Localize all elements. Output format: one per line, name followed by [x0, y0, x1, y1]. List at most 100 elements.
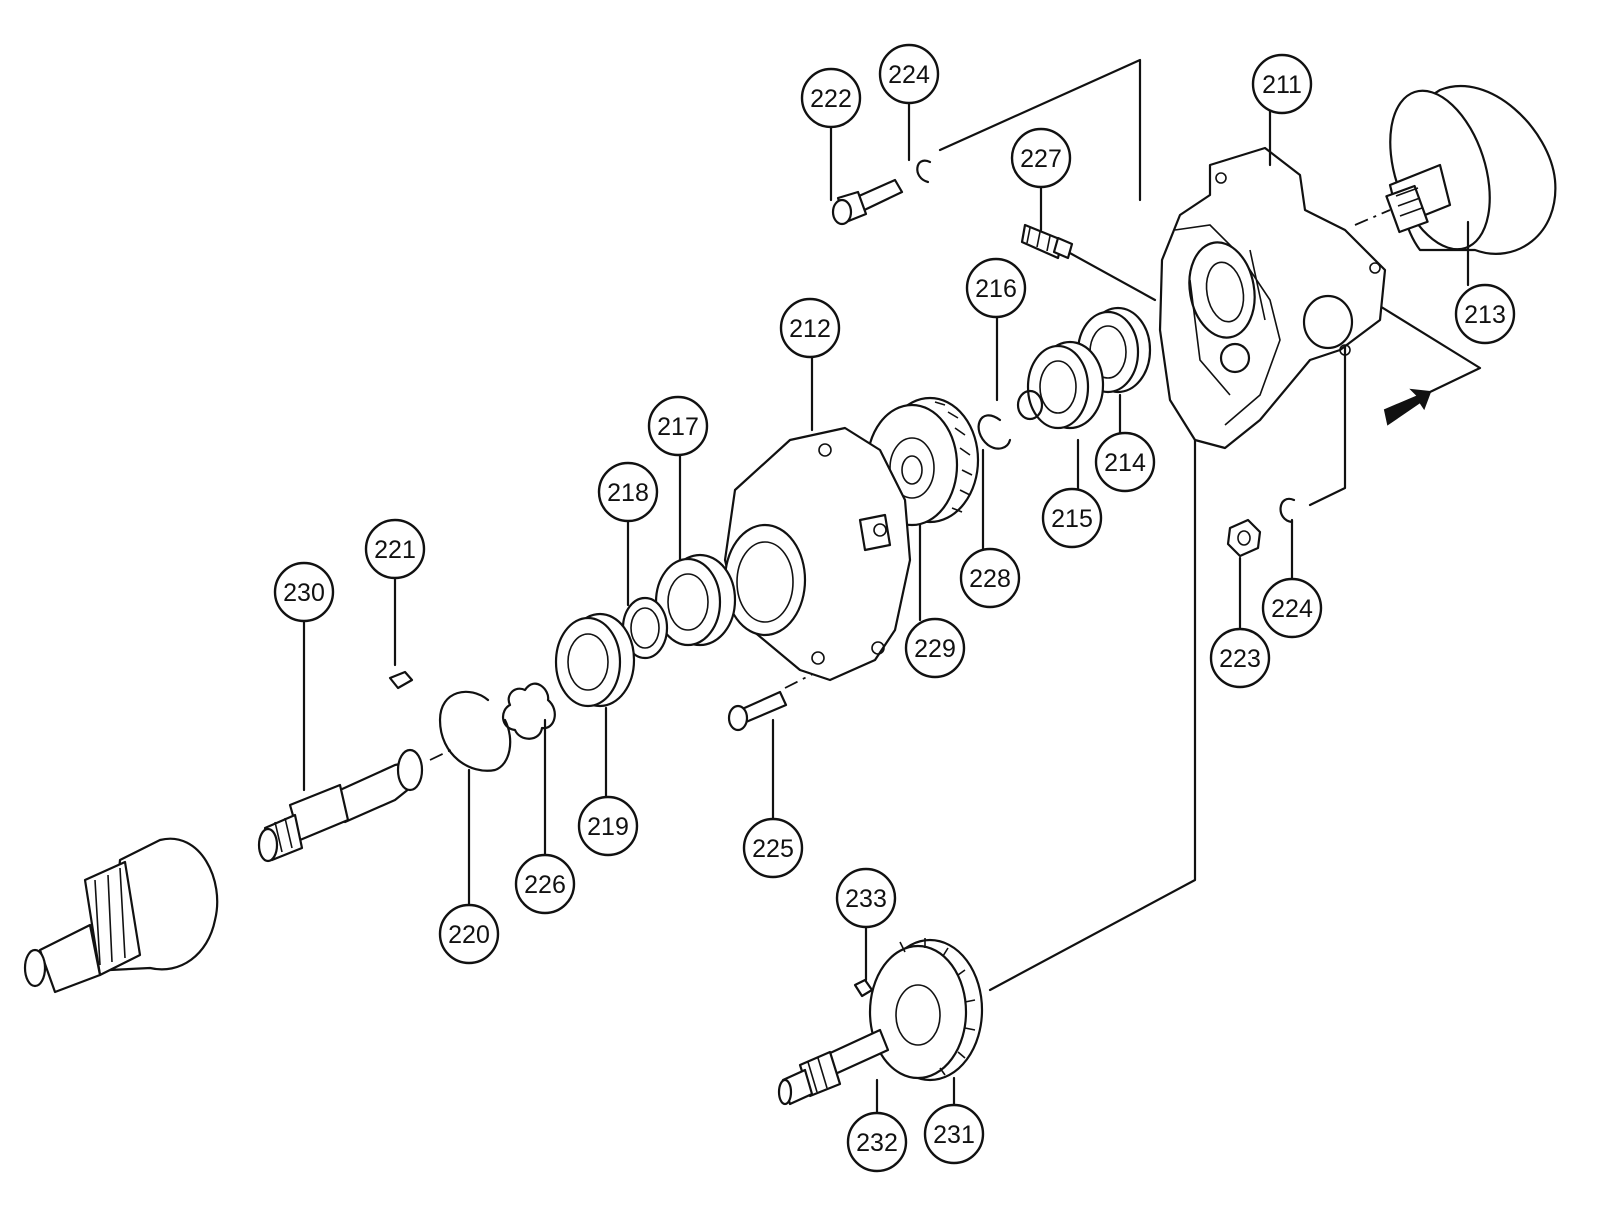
callout-number: 220: [448, 921, 490, 949]
callout-number: 230: [283, 579, 325, 607]
part-221-key: [388, 670, 414, 690]
callout-number: 216: [975, 275, 1017, 303]
callout-circle: [438, 903, 500, 965]
part-212-gear-cover: [723, 426, 912, 682]
callout-233: 233: [835, 867, 897, 929]
callout-number: 219: [587, 813, 629, 841]
callout-number: 233: [845, 885, 887, 913]
part-220-retaining-ring: [438, 690, 512, 772]
part-232-pinion-shaft: [777, 1028, 890, 1106]
callout-number: 224: [888, 61, 930, 89]
callout-circle: [577, 795, 639, 857]
callout-number: 215: [1051, 505, 1093, 533]
callout-212: 212: [779, 297, 841, 359]
callout-218: 218: [597, 461, 659, 523]
part-228-circlip: [977, 414, 1012, 450]
callout-circle: [800, 67, 862, 129]
callout-circle: [1251, 53, 1313, 115]
callout-number: 226: [524, 871, 566, 899]
callout-circle: [1041, 487, 1103, 549]
callout-number: 211: [1262, 71, 1302, 99]
callout-circle: [835, 867, 897, 929]
callout-216: 216: [965, 257, 1027, 319]
callout-circle: [1454, 283, 1516, 345]
callout-number: 213: [1464, 301, 1506, 329]
part-215-ball-bearing: [1026, 340, 1105, 430]
callout-circle: [965, 257, 1027, 319]
part-213-clutch-drum: [1385, 84, 1557, 255]
callout-number: 231: [933, 1121, 975, 1149]
part-233-key: [853, 978, 874, 998]
callout-number: 228: [969, 565, 1011, 593]
callout-214: 214: [1094, 431, 1156, 493]
callout-circle: [597, 461, 659, 523]
callout-number: 212: [789, 315, 831, 343]
callout-231: 231: [923, 1103, 985, 1165]
callout-circle: [779, 297, 841, 359]
callout-220: 220: [438, 903, 500, 965]
part-219-ball-bearing: [554, 612, 636, 708]
callout-labels: 211 212 213 214 215 216 217 218 219 220 221 222 223 2…: [273, 43, 1516, 1173]
callout-circle: [959, 547, 1021, 609]
arrow-icon: [1383, 388, 1432, 426]
callout-circle: [878, 43, 940, 105]
callout-circle: [514, 853, 576, 915]
part-211-gear-case: [1158, 146, 1387, 450]
part-226-wave-washer: [502, 682, 556, 740]
callout-229: 229: [904, 617, 966, 679]
callout-circle: [1010, 127, 1072, 189]
callout-228: 228: [959, 547, 1021, 609]
callout-circle: [923, 1103, 985, 1165]
callout-number: 225: [752, 835, 794, 863]
callout-number: 229: [914, 635, 956, 663]
callout-217: 217: [647, 395, 709, 457]
callout-number: 214: [1104, 449, 1146, 477]
callout-circle: [846, 1111, 908, 1173]
callout-number: 218: [607, 479, 649, 507]
callout-circle: [1209, 627, 1271, 689]
part-230-spindle: [257, 748, 424, 863]
callout-230: 230: [273, 561, 335, 623]
callout-number: 221: [374, 536, 416, 564]
callout-circle: [742, 817, 804, 879]
callout-number: 227: [1020, 145, 1062, 173]
callout-225: 225: [742, 817, 804, 879]
callout-circle: [1094, 431, 1156, 493]
callout-number: 217: [657, 413, 699, 441]
callout-number: 223: [1219, 645, 1261, 673]
callout-circle: [364, 518, 426, 580]
callout-227: 227: [1010, 127, 1072, 189]
callout-224b: 224: [1261, 577, 1323, 639]
callout-211: 211: [1251, 53, 1313, 115]
callout-226: 226: [514, 853, 576, 915]
callout-stems: [302, 93, 1470, 1117]
callout-213: 213: [1454, 283, 1516, 345]
part-225-screw: [727, 690, 788, 732]
callout-223: 223: [1209, 627, 1271, 689]
part-222-bolt: [831, 178, 904, 226]
callout-219: 219: [577, 795, 639, 857]
leader-lines: [429, 58, 1482, 1049]
part-217-ball-bearing: [654, 553, 737, 647]
part-drill-chuck: [23, 837, 219, 994]
callout-224a: 224: [878, 43, 940, 105]
callout-circle: [273, 561, 335, 623]
callout-221: 221: [364, 518, 426, 580]
part-216-snap-ring: [1016, 389, 1044, 421]
part-231-drive-gear: [868, 938, 984, 1082]
part-227-grease-fitting: [1020, 223, 1074, 260]
part-223-nut: [1226, 518, 1262, 558]
part-224-retaining-ring-upper: [916, 159, 932, 184]
callout-circle: [904, 617, 966, 679]
callout-circle: [1261, 577, 1323, 639]
callout-number: 232: [856, 1129, 898, 1157]
callout-215: 215: [1041, 487, 1103, 549]
callout-222: 222: [800, 67, 862, 129]
callout-number: 222: [810, 85, 852, 113]
callout-number: 224: [1271, 595, 1313, 623]
part-224-retaining-ring-lower: [1279, 497, 1296, 524]
callout-232: 232: [846, 1111, 908, 1173]
callout-circle: [647, 395, 709, 457]
